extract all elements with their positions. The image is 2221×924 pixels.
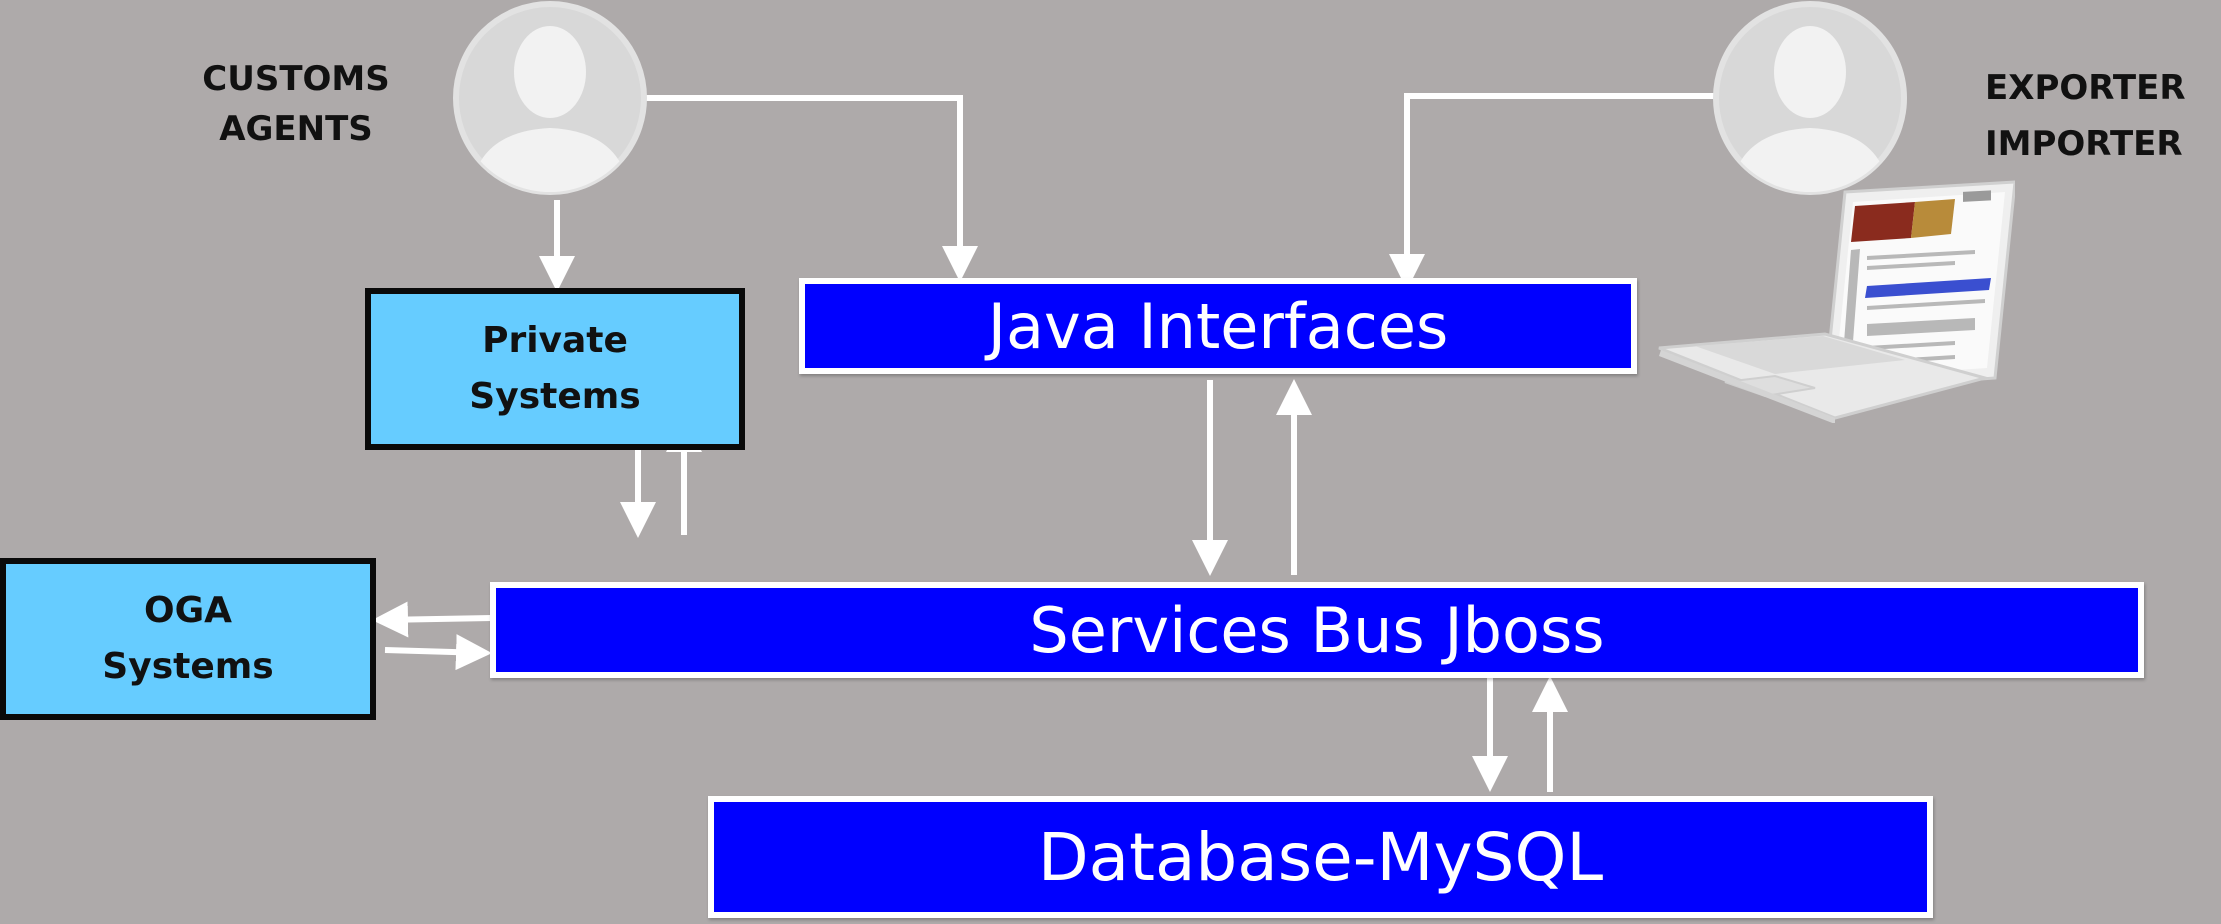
exporter-importer-avatar-icon [1713,1,1907,195]
database-label: Database-MySQL [1037,818,1604,896]
java-interfaces-label: Java Interfaces [987,289,1449,363]
private-systems-label-line1: Private [482,320,628,361]
arrow-exporter-to-java [1389,93,1714,290]
java-interfaces-box: Java Interfaces [799,278,1637,374]
customs-agents-label: CUSTOMS AGENTS [202,59,390,149]
database-box: Database-MySQL [708,796,1933,918]
arrow-customs-to-java [642,95,978,282]
arrow-bus-to-oga [372,601,493,638]
private-systems-box: Private Systems [365,288,745,450]
laptop-icon [1658,180,2015,423]
customs-agent-avatar-icon [453,1,647,195]
oga-systems-label-line2: Systems [102,646,274,687]
arrow-oga-to-bus [384,634,492,671]
oga-systems-label-line1: OGA [143,590,232,631]
oga-systems-box: OGA Systems [0,558,376,720]
private-systems-label-line2: Systems [469,376,641,417]
services-bus-box: Services Bus Jboss [490,582,2144,678]
services-bus-label: Services Bus Jboss [1029,593,1605,667]
exporter-importer-label: EXPORTER IMPORTER [1985,68,2186,164]
